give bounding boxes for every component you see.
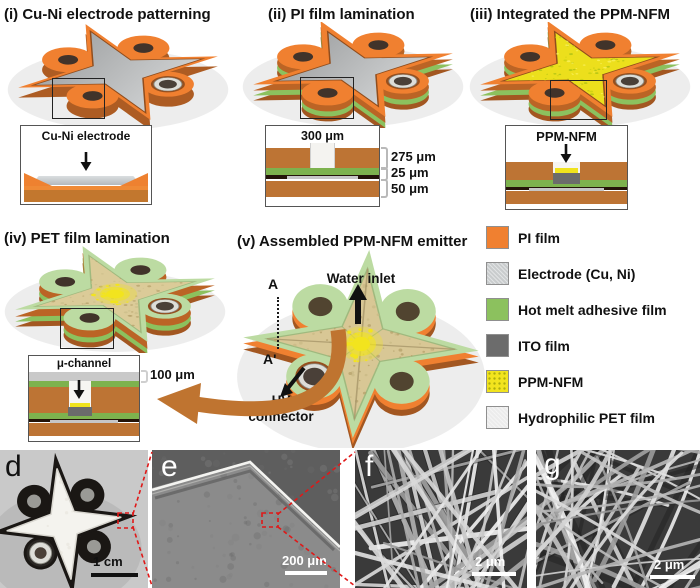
electrode-strip <box>287 175 358 179</box>
cu-ni-electrode-label: Cu-Ni electrode <box>41 129 131 143</box>
section-line <box>277 297 279 349</box>
panel-e-label: e <box>161 450 178 483</box>
device-render-step-iv <box>4 246 226 353</box>
scale-text-e: 200 μm <box>282 553 327 568</box>
pi-layer-bottom <box>29 423 139 436</box>
legend-item-pet: Hydrophilic PET film <box>486 406 667 429</box>
scale-text-f: 2 μm <box>475 554 506 569</box>
electrode-strip <box>529 187 604 191</box>
ppm-nfm-swatch <box>486 370 509 393</box>
hv-connector-label: HV connector <box>248 393 314 424</box>
electrode-layer <box>31 176 141 185</box>
sem-panel-f: f 2 μm <box>355 450 527 588</box>
thickness-275um: 275 μm <box>391 149 436 164</box>
ppm-nfm-fill <box>70 403 90 407</box>
photo-panel-d: d 1 cm <box>0 450 148 588</box>
scale-bar-f <box>472 572 516 576</box>
ppm-nfm-fill <box>555 168 578 173</box>
legend-item-electrode: Electrode (Cu, Ni) <box>486 262 667 285</box>
device-render-step-iii <box>469 22 691 128</box>
ito-block <box>553 173 580 184</box>
step-i-title: (i) Cu-Ni electrode patterning <box>4 6 211 23</box>
legend-item-ito: ITO film <box>486 334 667 357</box>
cross-section-inset-iv: μ-channel <box>28 355 140 442</box>
water-inlet-label: Water inlet <box>326 271 396 286</box>
adhesive-layer-bottom <box>29 413 139 419</box>
pi-layer-bottom <box>506 191 627 204</box>
legend-label: Hydrophilic PET film <box>518 409 655 426</box>
zoom-region-box-iii <box>550 80 607 120</box>
u-channel-label: μ-channel <box>56 358 112 370</box>
sem-image-nanofibers <box>536 450 700 588</box>
scale-bar-d <box>91 573 138 577</box>
adhesive-swatch <box>486 298 509 321</box>
zoom-region-box-ii <box>300 77 354 119</box>
pet-thickness-100um: 100 μm <box>150 367 195 382</box>
cross-section-inset-ii: 300 μm <box>265 125 380 207</box>
section-a-label: A <box>268 276 279 292</box>
legend-label: Electrode (Cu, Ni) <box>518 265 636 282</box>
adhesive-layer-25 <box>266 168 379 175</box>
pi-film-slab <box>24 190 148 202</box>
legend-item-adhesive: Hot melt adhesive film <box>486 298 667 321</box>
legend-label: PI film <box>518 229 561 246</box>
scale-text-d: 1 cm <box>93 554 123 569</box>
step-v-title: (v) Assembled PPM-NFM emitter <box>237 233 468 250</box>
bracket-50 <box>381 179 388 198</box>
bracket-100 <box>141 370 148 383</box>
ito-swatch <box>486 334 509 357</box>
legend: PI film Electrode (Cu, Ni) Hot melt adhe… <box>486 226 667 429</box>
panel-d-label: d <box>5 450 22 483</box>
step-iv-title: (iv) PET film lamination <box>4 230 170 247</box>
pi-film-strip <box>24 186 148 190</box>
scale-text-g: 2 μm <box>654 557 685 572</box>
ito-block <box>68 407 92 416</box>
channel-width-label: 300 μm <box>300 129 345 143</box>
panel-g-label: g <box>544 450 561 481</box>
sem-panel-g: g 2 μm <box>536 450 700 588</box>
scale-bar-g <box>650 575 695 579</box>
legend-label: PPM-NFM <box>518 373 584 390</box>
legend-item-pi-film: PI film <box>486 226 667 249</box>
pet-layer <box>29 372 139 381</box>
device-photo <box>0 452 142 588</box>
step-iii-title: (iii) Integrated the PPM-NFM <box>470 6 670 23</box>
sem-panel-e: e 200 μm <box>152 450 340 588</box>
electrode-swatch <box>486 262 509 285</box>
electrode-strip <box>50 419 118 423</box>
legend-label: Hot melt adhesive film <box>518 301 667 318</box>
bracket-275 <box>381 147 388 170</box>
pet-swatch <box>486 406 509 429</box>
thickness-50um: 50 μm <box>391 181 429 196</box>
sem-image-nanofibers <box>355 450 527 588</box>
thickness-25um: 25 μm <box>391 165 429 180</box>
section-a-prime-label: A' <box>263 351 277 367</box>
cross-section-inset-iii: PPM-NFM <box>505 125 628 210</box>
scale-bar-e <box>285 571 327 575</box>
step-ii-title: (ii) PI film lamination <box>268 6 415 23</box>
zoom-region-box-i <box>52 78 105 119</box>
legend-item-ppm-nfm: PPM-NFM <box>486 370 667 393</box>
zoom-region-box-iv <box>60 308 114 349</box>
ppm-nfm-label: PPM-NFM <box>536 129 597 144</box>
channel-slot <box>310 143 335 169</box>
pi-layer-50 <box>266 181 379 197</box>
panel-f-label: f <box>365 450 374 483</box>
pi-film-swatch <box>486 226 509 249</box>
legend-label: ITO film <box>518 337 570 354</box>
cross-section-inset-i: Cu-Ni electrode <box>20 125 152 205</box>
device-render-step-i <box>7 24 229 128</box>
